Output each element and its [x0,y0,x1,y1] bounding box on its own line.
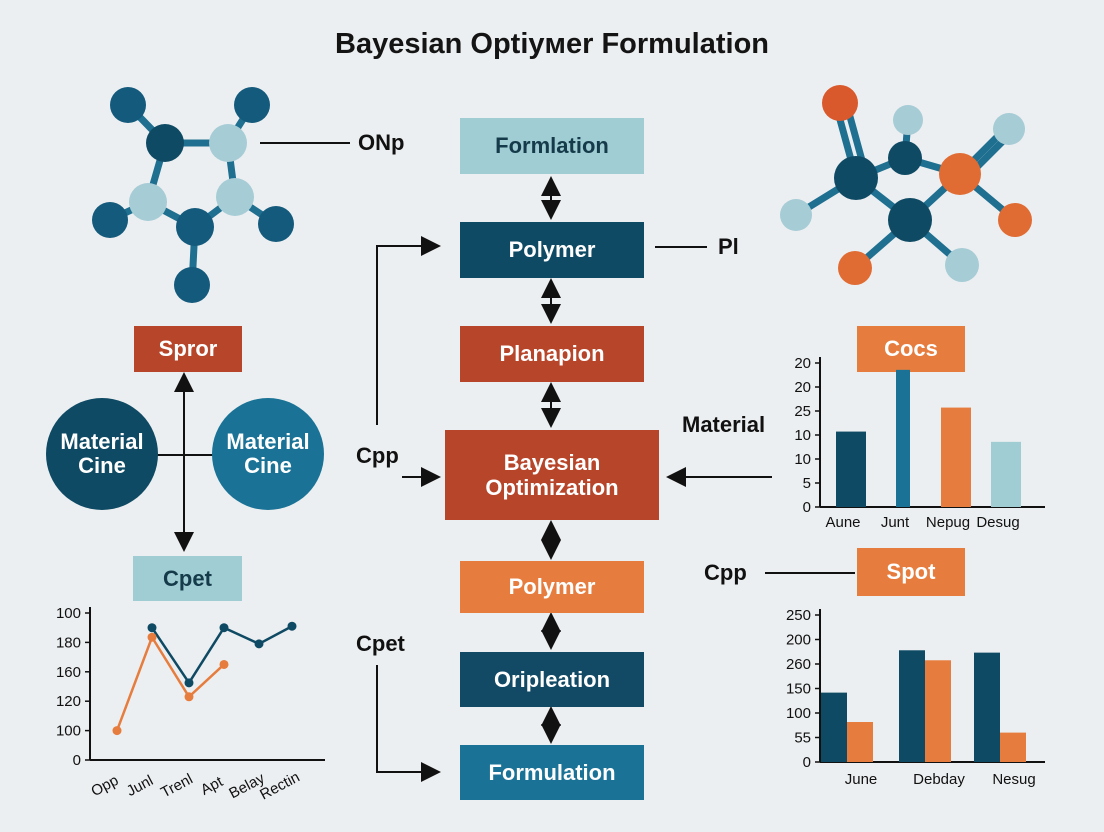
label-pl: Pl [718,234,739,259]
page-title: Bayesian Optiyмer Formulation [335,28,769,60]
cocs-box: Cocs [857,326,965,372]
cpet-box: Cpet [133,556,242,601]
bar1-y-tick-label: 10 [794,427,811,444]
loop-arrow-top [376,236,441,425]
bar2-x-tick-label: Nesug [992,771,1035,788]
line-x-tick-label: Rectin [257,769,303,804]
line-point [219,623,229,633]
line-chart-y-tick-label: 160 [56,664,81,681]
flow-box-formulation: Formulation [460,745,644,800]
material-cine-circle-left: Material Cine [46,398,158,510]
bar2-bar [925,660,951,762]
molecule-right-icon [780,85,1032,285]
bar1-x-tick-label: Aune [825,514,860,531]
bar1-bar [991,441,1021,507]
bar1-x-tick-label: Junt [881,514,910,531]
label-onp: ONp [358,130,405,155]
bar1-y-tick-label: 0 [803,499,811,516]
bar2-y-tick-label: 250 [786,607,811,624]
bar1-y-tick-label: 25 [794,403,811,420]
line-chart-y-tick-label: 100 [56,723,81,740]
line-point [184,678,194,688]
bar2-bar [821,692,847,762]
bar1-y-tick-label: 20 [794,379,811,396]
bar1-bar [836,431,866,507]
label-cpet: Cpet [356,631,405,656]
line-x-tick-label: Trenl [158,771,196,802]
spot-box: Spot [857,548,965,596]
bar2-y-tick-label: 260 [786,656,811,673]
line-x-tick-label: Apt [198,773,227,799]
bar1-y-tick-label: 5 [803,475,811,492]
bar2-y-tick-label: 0 [803,754,811,771]
line-chart-y-tick-label: 0 [73,752,81,769]
line-chart-y-tick-label: 180 [56,634,81,651]
line-point [184,692,194,702]
bar1-x-tick-label: Nepug [926,514,970,531]
flow-box-oripleation: Oripleation [460,652,644,707]
bar2-y-tick-label: 150 [786,681,811,698]
bar2-bar [974,652,1000,762]
line-point [147,632,157,642]
flow-box-polymer-2: Polymer [460,561,644,613]
bar2-bar [1000,732,1026,762]
flow-box-formlation: Formlation [460,118,644,174]
bar1-bar [941,407,971,507]
bar2-x-tick-label: Debday [913,771,965,788]
line-series-1 [150,625,293,686]
label-cpp-right: Cpp [704,560,747,585]
line-x-tick-label: Junl [124,772,156,800]
bar2-y-tick-label: 200 [786,632,811,649]
bar2-bar [899,650,925,762]
material-cine-circle-right: Material Cine [212,398,324,510]
spror-box: Spror [134,326,242,372]
line-point [147,623,157,633]
bar1-x-tick-label: Desug [976,514,1019,531]
line-x-tick-label: Opp [88,772,121,800]
line-chart-y-tick-label: 100 [56,605,81,622]
bar2-y-tick-label: 55 [794,730,811,747]
molecule-left-icon [92,87,294,303]
label-cpp: Cpp [356,443,399,468]
bar2-y-tick-label: 100 [786,705,811,722]
flow-box-planapion: Planapion [460,326,644,382]
label-material: Material [682,412,766,437]
bar2-x-tick-label: June [845,771,878,788]
bar1-y-tick-label: 20 [794,355,811,372]
line-point [219,659,229,669]
line-point [112,726,122,736]
line-series-2 [115,634,225,732]
bar1-y-tick-label: 10 [794,451,811,468]
flow-box-bayesian-optimization: Bayesian Optimization [445,430,659,520]
bar2-bar [847,722,873,762]
bar1-bar [896,369,910,507]
flow-box-polymer-1: Polymer [460,222,644,278]
line-point [254,639,264,649]
line-point [287,621,297,631]
line-chart-y-tick-label: 120 [56,693,81,710]
loop-arrow-bottom [376,665,441,782]
